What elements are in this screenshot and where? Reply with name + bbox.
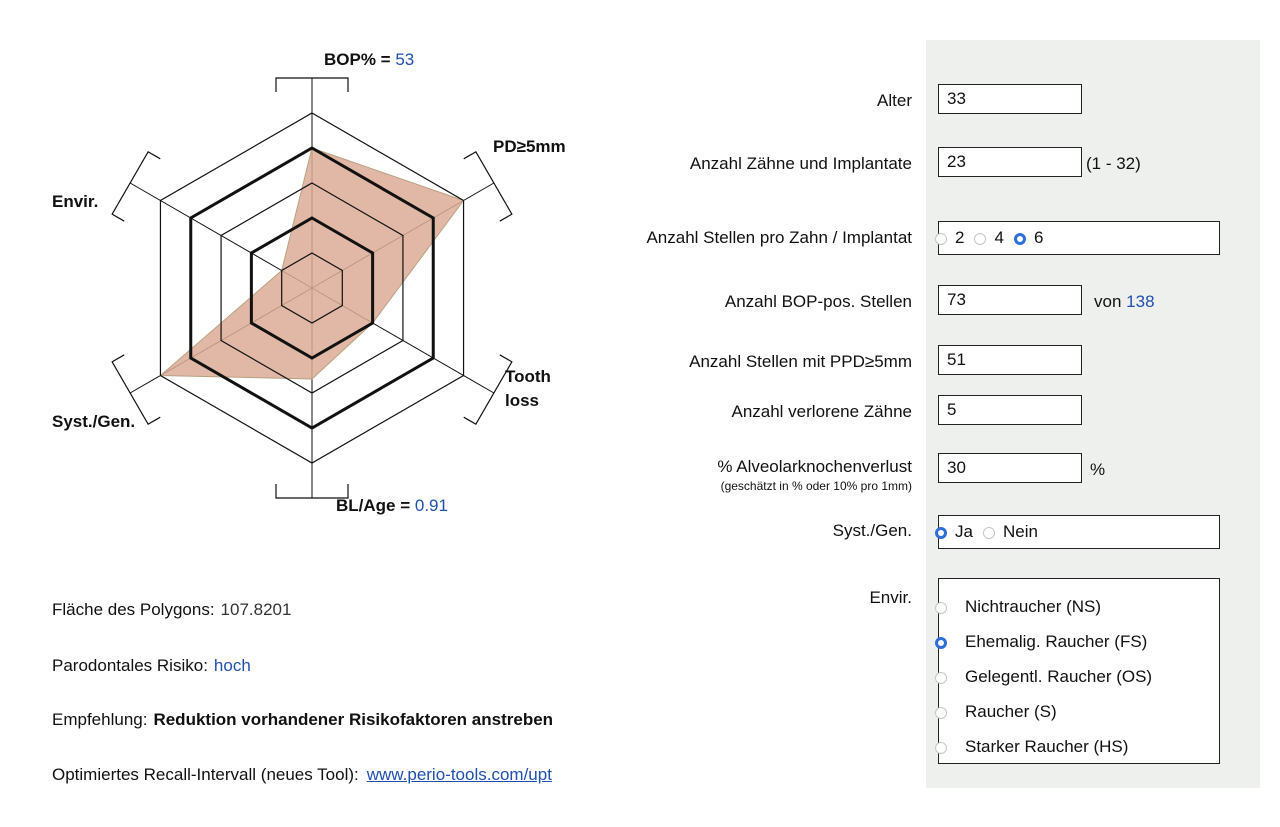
axis-label-envir: Envir. (52, 192, 98, 211)
radar-bracket (275, 484, 349, 499)
envir-radio-list: Nichtraucher (NS) Ehemalig. Raucher (FS)… (935, 578, 1220, 764)
axis-label-bop: BOP% = 53 (324, 50, 414, 69)
bop-total-sites: von 138 (1094, 292, 1155, 311)
recall-link[interactable]: www.perio-tools.com/upt (366, 765, 552, 784)
sites-label: Anzahl Stellen pro Zahn / Implantat (646, 228, 912, 247)
lost-teeth-input[interactable] (938, 395, 1082, 425)
sites-option-2[interactable]: 2 (935, 228, 964, 248)
envir-option-hs[interactable]: Starker Raucher (HS) (935, 729, 1219, 764)
envir-option-fs[interactable]: Ehemalig. Raucher (FS) (935, 624, 1219, 659)
radar-rings (159, 112, 465, 464)
radio-selected-icon[interactable] (935, 636, 947, 649)
radio-icon[interactable] (935, 671, 947, 684)
bop-total-value: 138 (1126, 292, 1155, 311)
axis-label-blage: BL/Age = 0.91 (336, 496, 448, 515)
envir-option-os[interactable]: Gelegentl. Raucher (OS) (935, 659, 1219, 694)
perio-risk-label: Parodontales Risiko: (52, 656, 208, 675)
axis-label-tooth-loss-2: loss (505, 391, 539, 410)
axis-value-blage: 0.91 (415, 496, 448, 515)
radio-icon[interactable] (974, 233, 987, 245)
age-input[interactable] (938, 84, 1082, 114)
syst-option-ja[interactable]: Ja (935, 522, 973, 542)
perio-risk-row: Parodontales Risiko: hoch (52, 656, 251, 676)
recommendation-label: Empfehlung: (52, 710, 148, 729)
radar-bracket (111, 354, 161, 425)
radar-axis-brackets (111, 77, 513, 499)
radar-ring (189, 146, 435, 430)
age-label: Alter (877, 91, 912, 110)
bone-loss-sublabel: (geschätzt in % oder 10% pro 1mm) (720, 479, 912, 493)
teeth-input[interactable] (938, 147, 1082, 177)
radar-ring (159, 112, 465, 464)
recommendation-value: Reduktion vorhandener Risikofaktoren ans… (153, 710, 554, 729)
radar-ring (220, 182, 404, 394)
envir-option-s[interactable]: Raucher (S) (935, 694, 1219, 729)
syst-label: Syst./Gen. (832, 521, 912, 540)
ppd-input[interactable] (938, 345, 1082, 375)
radar-bracket (275, 77, 349, 92)
radio-icon[interactable] (935, 601, 947, 614)
axis-value-bop: 53 (395, 50, 414, 69)
radar-bracket (463, 151, 513, 222)
bone-loss-input[interactable] (938, 453, 1082, 483)
risk-radar-chart: BOP% = 53 PD≥5mm Tooth loss BL/Age = 0.9… (52, 50, 566, 515)
radio-icon[interactable] (935, 706, 947, 719)
lost-teeth-label: Anzahl verlorene Zähne (731, 402, 912, 421)
sites-radio-group: 2 4 6 (935, 221, 1220, 255)
axis-label-tooth-loss-1: Tooth (505, 367, 551, 386)
radar-ring (249, 216, 375, 360)
teeth-label: Anzahl Zähne und Implantate (689, 154, 912, 173)
bone-loss-unit: % (1090, 460, 1106, 479)
recall-row: Optimiertes Recall-Intervall (neues Tool… (52, 765, 552, 785)
axis-label-syst: Syst./Gen. (52, 412, 135, 431)
teeth-range-hint: (1 - 32) (1086, 154, 1141, 173)
syst-radio-group: Ja Nein (935, 515, 1220, 549)
sites-option-4[interactable]: 4 (974, 228, 1004, 248)
bop-sites-label: Anzahl BOP-pos. Stellen (724, 292, 912, 311)
radar-bracket (463, 354, 513, 425)
axis-label-pd: PD≥5mm (493, 137, 566, 156)
envir-option-ns[interactable]: Nichtraucher (NS) (935, 589, 1219, 624)
ppd-label: Anzahl Stellen mit PPD≥5mm (689, 352, 912, 371)
polygon-area-value: 107.8201 (220, 600, 292, 619)
envir-label: Envir. (869, 588, 912, 607)
radio-icon[interactable] (935, 233, 947, 245)
polygon-area-row: Fläche des Polygons: 107.8201 (52, 600, 291, 620)
sites-option-6[interactable]: 6 (1013, 228, 1043, 248)
bone-loss-label: % Alveolarknochenverlust (717, 457, 912, 476)
radio-icon[interactable] (935, 741, 947, 754)
radio-selected-icon[interactable] (1013, 233, 1026, 245)
recall-label: Optimiertes Recall-Intervall (neues Tool… (52, 765, 359, 784)
radar-ring (281, 252, 343, 324)
radio-icon[interactable] (982, 527, 995, 539)
syst-option-nein[interactable]: Nein (982, 522, 1038, 542)
polygon-area-label: Fläche des Polygons: (52, 600, 215, 619)
recommendation-row: Empfehlung: Reduktion vorhandener Risikof… (52, 710, 553, 730)
bop-sites-input[interactable] (938, 285, 1082, 315)
radar-bracket (111, 151, 161, 222)
perio-risk-value: hoch (213, 656, 251, 675)
radio-selected-icon[interactable] (935, 527, 947, 539)
